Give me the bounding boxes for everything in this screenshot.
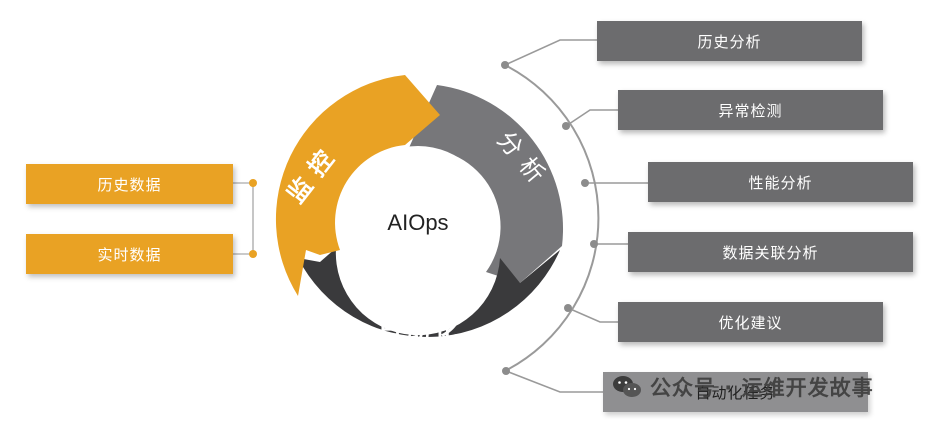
automate-segment (298, 248, 560, 337)
output-connectors (504, 39, 648, 393)
output-label: 自动化任务 (695, 383, 776, 402)
output-box-automation-task: 自动化任务 (603, 372, 868, 412)
output-label: 优化建议 (718, 313, 783, 332)
output-box-history-analysis: 历史分析 (597, 21, 862, 61)
input-label: 历史数据 (97, 175, 162, 194)
input-dots (249, 179, 257, 258)
output-label: 异常检测 (718, 101, 783, 120)
automate-label: 自动化 (378, 318, 462, 346)
input-label: 实时数据 (97, 245, 162, 264)
center-label: AIOps (387, 210, 448, 235)
connector-dots (501, 61, 598, 375)
wechat-icon (613, 376, 641, 397)
output-box-optimization: 优化建议 (618, 302, 883, 342)
analyze-segment (408, 85, 564, 283)
input-box-realtime-data: 实时数据 (26, 234, 233, 274)
output-label: 数据关联分析 (722, 243, 819, 262)
output-box-anomaly-detection: 异常检测 (618, 90, 883, 130)
connector-arc (504, 64, 600, 372)
watermark-text: 公众号 · 运维开发故事 (650, 376, 874, 400)
output-label: 历史分析 (697, 32, 762, 51)
input-box-historical-data: 历史数据 (26, 164, 233, 204)
output-box-performance-analysis: 性能分析 (648, 162, 913, 202)
output-label: 性能分析 (748, 173, 813, 192)
output-box-data-correlation: 数据关联分析 (628, 232, 913, 272)
monitor-segment (275, 75, 440, 296)
watermark: 公众号 · 运维开发故事 (612, 372, 874, 402)
center-circle (342, 146, 494, 298)
input-connectors (233, 182, 254, 255)
